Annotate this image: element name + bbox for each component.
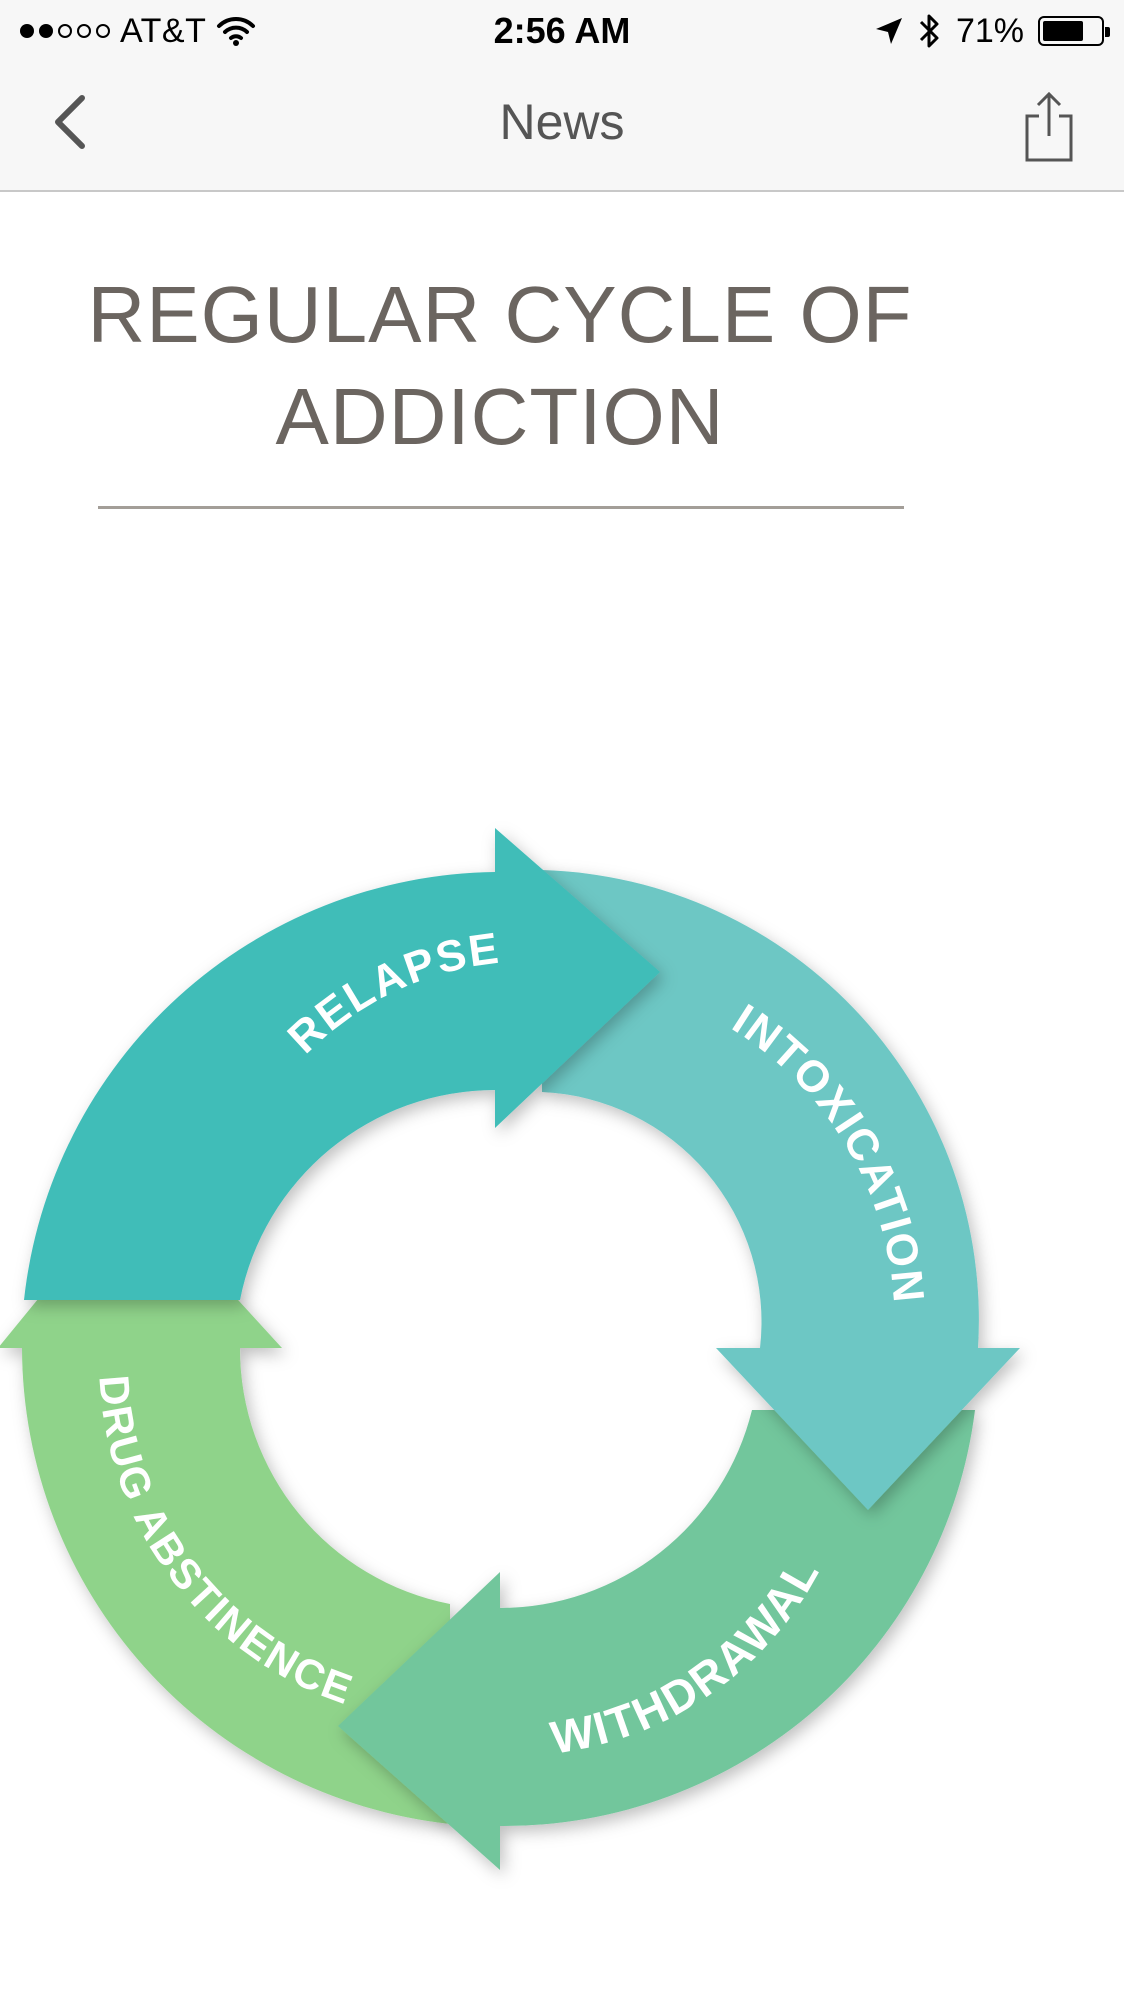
addiction-cycle-diagram: RELAPSE INTOXICATION WITHDRAWAL DRUG ABS…	[0, 828, 1020, 1870]
stage-arrow-drug-abstinence	[0, 1184, 450, 1824]
signal-strength-icon	[20, 24, 110, 38]
status-time: 2:56 AM	[493, 10, 631, 51]
battery-percent: 71%	[955, 11, 1024, 50]
signal-dot	[77, 24, 91, 38]
share-button[interactable]	[1004, 84, 1094, 170]
title-line-2: ADDICTION	[275, 372, 725, 461]
wifi-icon	[217, 16, 256, 46]
signal-dot	[39, 24, 53, 38]
signal-dot	[96, 24, 110, 38]
share-icon	[1025, 91, 1073, 162]
status-right: 71%	[874, 8, 1110, 54]
battery-fill	[1043, 21, 1083, 41]
infographic-title: REGULAR CYCLE OF ADDICTION	[60, 264, 940, 468]
battery-cap	[1105, 27, 1110, 37]
bluetooth-icon	[919, 14, 939, 48]
location-arrow-icon	[875, 18, 902, 44]
signal-dot	[58, 24, 72, 38]
carrier-label: AT&T	[120, 11, 207, 50]
stage-arrow-intoxication	[542, 870, 1020, 1510]
chevron-left-icon	[55, 95, 85, 149]
navigation-bar: News	[0, 62, 1124, 192]
status-left: AT&T	[20, 8, 256, 54]
article-content: REGULAR CYCLE OF ADDICTION RELAPSE	[0, 192, 1124, 2000]
status-bar: AT&T 2:56 AM 71%	[0, 0, 1124, 62]
signal-dot	[20, 24, 34, 38]
stage-arrow-relapse	[24, 828, 660, 1300]
stage-arrow-withdrawal	[338, 1410, 975, 1870]
title-divider	[98, 506, 904, 509]
back-button[interactable]	[30, 82, 110, 162]
nav-title: News	[499, 94, 625, 150]
title-line-1: REGULAR CYCLE OF	[87, 270, 913, 359]
battery-icon	[1038, 16, 1110, 46]
